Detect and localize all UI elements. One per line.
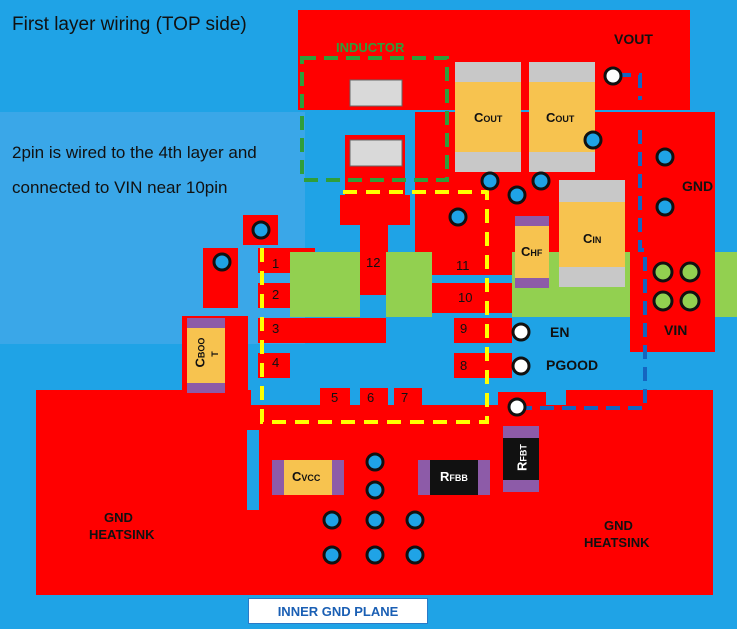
vout-label: VOUT <box>614 31 653 47</box>
page-title: First layer wiring (TOP side) <box>12 14 247 35</box>
rfbb-label: RFBB <box>440 469 468 484</box>
pin11-trace <box>432 245 512 275</box>
pin-12: 12 <box>366 255 381 270</box>
pin-3: 3 <box>272 321 280 336</box>
inductor-label: INDUCTOR <box>336 40 405 55</box>
pin-7: 7 <box>401 390 409 405</box>
gnd-heatsink-left <box>36 390 251 595</box>
rfbt <box>503 426 539 492</box>
note-line-1: 2pin is wired to the 4th layer and <box>12 143 257 162</box>
gnd-heatsink-right-line1: GND <box>604 518 633 533</box>
gnd-vias <box>212 130 675 565</box>
cin <box>559 180 625 287</box>
cboot <box>187 318 225 393</box>
gnd-heatsink-left-line2: HEATSINK <box>89 527 155 542</box>
inner-gnd-plane-label: INNER GND PLANE <box>248 598 428 624</box>
gnd-heatsink-right <box>566 390 713 595</box>
cboot-label: CBOO <box>192 337 208 368</box>
cout-1-label: COUT <box>474 110 503 125</box>
ic-outline <box>260 190 489 424</box>
pin9-trace <box>454 318 512 343</box>
pin8-trace <box>454 353 512 378</box>
pin-5: 5 <box>331 390 339 405</box>
pin-9: 9 <box>460 321 468 336</box>
cboot-label-tail: T <box>210 351 220 357</box>
vin-route <box>525 73 647 410</box>
rfbb <box>418 460 490 495</box>
cvcc <box>272 460 344 495</box>
pin-10: 10 <box>458 290 473 305</box>
cvcc-label: CVCC <box>292 469 321 484</box>
pgood-label: PGOOD <box>546 357 599 373</box>
vin-label: VIN <box>664 322 688 338</box>
inductor-outline <box>300 56 449 182</box>
pin-4: 4 <box>272 355 280 370</box>
cin-label: CIN <box>583 231 602 246</box>
chf-label: CHF <box>521 244 543 259</box>
pin-8: 8 <box>460 358 468 373</box>
pin-11: 11 <box>456 258 470 273</box>
pin-6: 6 <box>367 390 375 405</box>
chf <box>515 216 549 288</box>
gnd-label: GND <box>682 178 714 194</box>
note-line-2: connected to VIN near 10pin <box>12 178 228 197</box>
inductor-pad-1 <box>349 79 403 107</box>
pin-2: 2 <box>272 287 280 302</box>
pin-1: 1 <box>272 256 280 271</box>
cout-2-label: COUT <box>546 110 575 125</box>
en-label: EN <box>550 324 570 340</box>
pin3-trace <box>258 318 386 343</box>
rfbt-label: RFBT <box>514 444 530 471</box>
pin10-trace <box>432 283 512 313</box>
signal-vias <box>507 66 623 417</box>
inductor-pad-2 <box>349 139 403 167</box>
cout-1 <box>455 62 521 172</box>
vin-vias <box>652 261 701 312</box>
gnd-heatsink-right-line2: HEATSINK <box>584 535 650 550</box>
gnd-heatsink-left-line1: GND <box>104 510 133 525</box>
